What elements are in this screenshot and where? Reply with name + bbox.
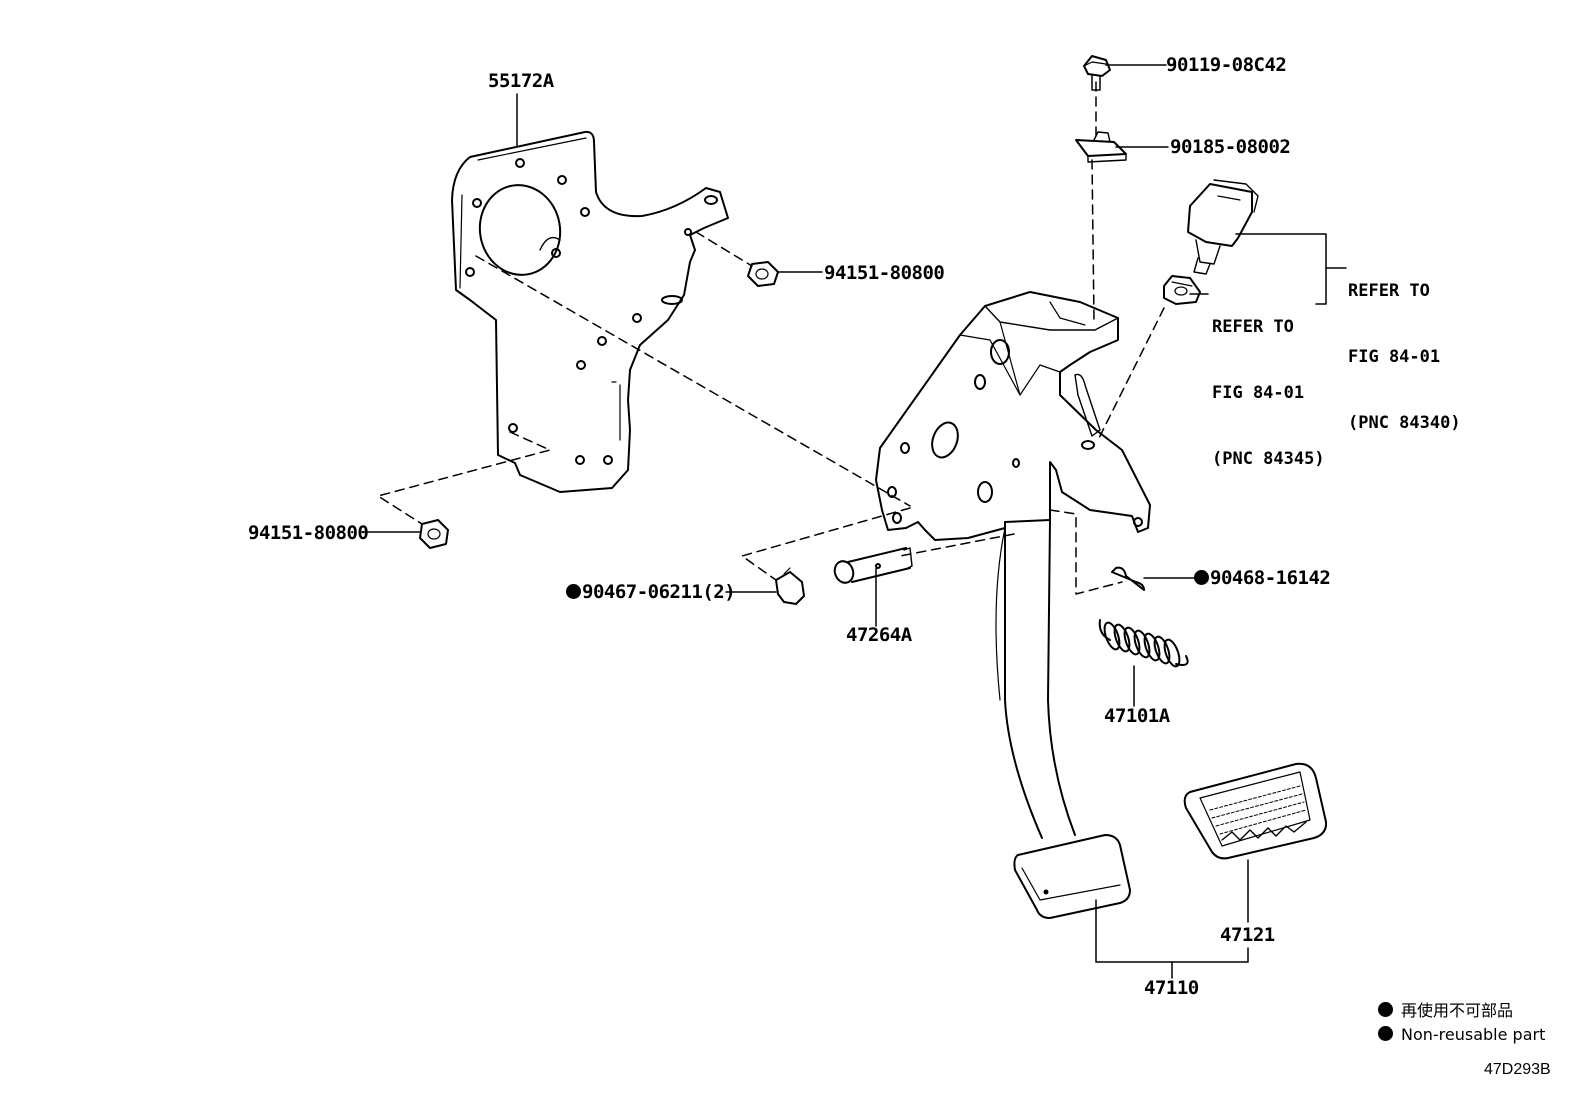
refer-note-cushion-line1: REFER TO bbox=[1212, 317, 1294, 337]
non-reusable-marker-icon bbox=[1378, 1002, 1393, 1017]
brake-pedal-part bbox=[875, 291, 1151, 919]
non-reusable-marker-icon bbox=[566, 584, 581, 599]
label-bracket: 55172A bbox=[488, 70, 554, 92]
refer-note-cushion-line3: (PNC 84345) bbox=[1212, 449, 1325, 469]
leader-lines bbox=[361, 64, 1347, 979]
label-clip: 90468-16142 bbox=[1194, 567, 1331, 589]
non-reusable-marker-icon bbox=[1194, 570, 1209, 585]
refer-note-switch-line1: REFER TO bbox=[1348, 281, 1430, 301]
clip-part bbox=[1111, 566, 1145, 591]
pedal-bracket-part bbox=[451, 130, 729, 493]
label-clip-nut: 90185-08002 bbox=[1170, 136, 1291, 158]
assembly-lines bbox=[377, 81, 1165, 595]
label-nut-lower: 94151-80800 bbox=[248, 522, 369, 544]
return-spring-part bbox=[1098, 619, 1189, 668]
stop-lamp-switch-part bbox=[1187, 179, 1259, 275]
bolt-part bbox=[1083, 55, 1111, 91]
figure-code: 47D293B bbox=[1484, 1061, 1551, 1078]
label-bolt: 90119-08C42 bbox=[1166, 54, 1287, 76]
cushion-part bbox=[1163, 275, 1201, 305]
legend-english-text: Non-reusable part bbox=[1401, 1025, 1546, 1044]
refer-note-switch-line2: FIG 84-01 bbox=[1348, 347, 1441, 367]
legend-japanese: 再使用不可部品 bbox=[1378, 1002, 1513, 1019]
bushing-part bbox=[775, 567, 805, 605]
refer-note-switch: REFER TO FIG 84-01 (PNC 84340) bbox=[1348, 236, 1461, 478]
label-pedal: 47110 bbox=[1144, 977, 1199, 999]
refer-note-cushion-line2: FIG 84-01 bbox=[1212, 383, 1305, 403]
pivot-pin-part bbox=[833, 547, 913, 584]
label-spring: 47101A bbox=[1104, 705, 1170, 727]
legend-english: Non-reusable part bbox=[1378, 1026, 1545, 1043]
nut-lower-part bbox=[419, 519, 449, 549]
refer-note-switch-line3: (PNC 84340) bbox=[1348, 413, 1461, 433]
pedal-pad-part bbox=[1183, 762, 1328, 860]
label-clip-text: 90468-16142 bbox=[1210, 567, 1331, 589]
label-bushing-text: 90467-06211(2) bbox=[582, 581, 736, 603]
label-pad: 47121 bbox=[1220, 924, 1275, 946]
nut-upper-part bbox=[747, 261, 779, 287]
non-reusable-marker-icon bbox=[1378, 1026, 1393, 1041]
legend-japanese-text: 再使用不可部品 bbox=[1401, 1001, 1514, 1020]
refer-note-cushion: REFER TO FIG 84-01 (PNC 84345) bbox=[1212, 272, 1325, 514]
label-bushing: 90467-06211(2) bbox=[566, 581, 736, 603]
label-nut-upper: 94151-80800 bbox=[824, 262, 945, 284]
label-pivot-pin: 47264A bbox=[846, 624, 912, 646]
